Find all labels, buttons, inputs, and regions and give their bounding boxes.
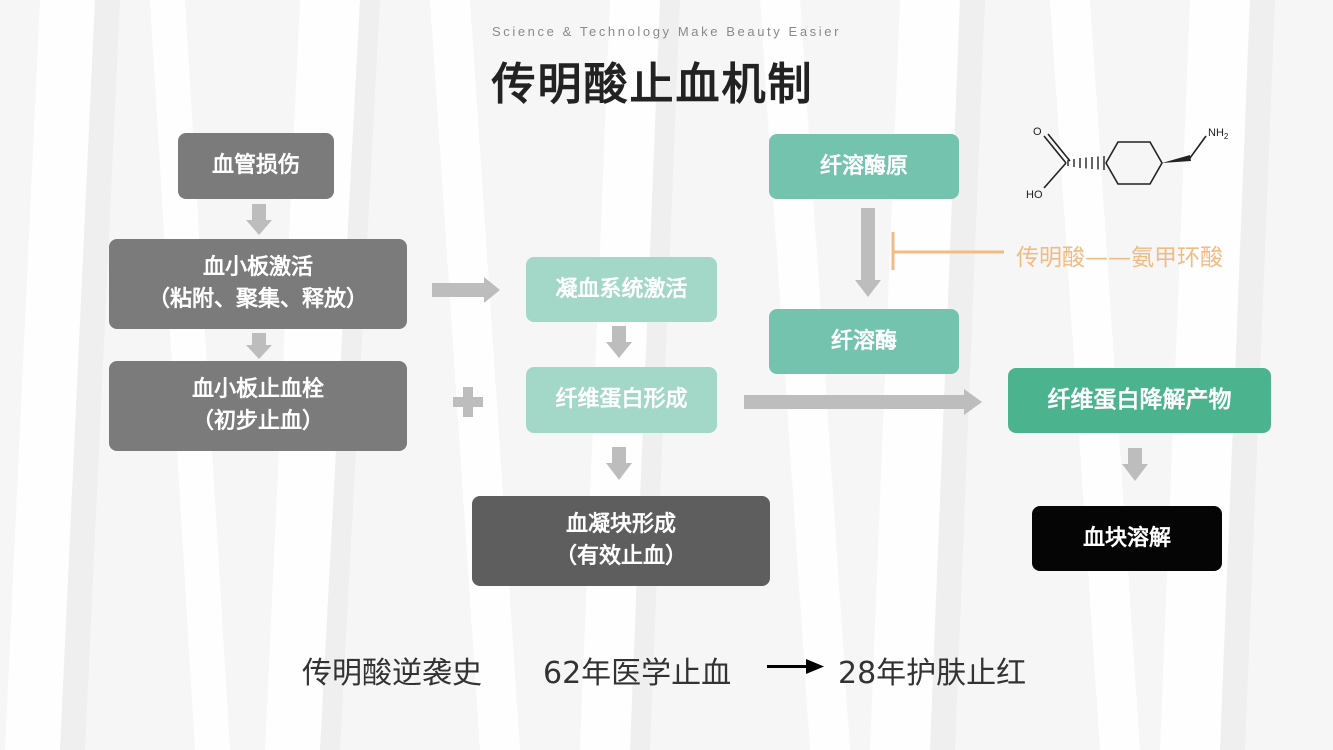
hydroxyl-label: HO — [1026, 189, 1043, 201]
step-label: 血块溶解 — [1082, 525, 1171, 551]
step-sublabel: （粘附、聚集、释放） — [147, 287, 368, 312]
step-clot-dissolution: 血块溶解 — [1032, 506, 1222, 571]
step-plasminogen: 纤溶酶原 — [769, 134, 959, 199]
arrow-right-icon — [744, 389, 982, 415]
step-label: 血小板激活 — [202, 255, 313, 281]
step-label: 血管损伤 — [211, 153, 300, 179]
step-platelet-activation: 血小板激活 （粘附、聚集、释放） — [109, 239, 407, 329]
page-title: 传明酸止血机制 — [491, 59, 814, 110]
arrow-down-icon — [606, 326, 632, 358]
arrow-down-icon — [246, 204, 272, 235]
step-clot-formation: 血凝块形成 （有效止血） — [472, 496, 770, 586]
arrow-down-icon — [606, 447, 632, 480]
inhibitor-label: 传明酸——氨甲环酸 — [1016, 245, 1223, 271]
step-label: 纤溶酶 — [830, 328, 897, 354]
footer-skincare: 28年护肤止红 — [838, 656, 1027, 691]
step-fibrin-formation: 纤维蛋白形成 — [526, 367, 717, 433]
arrow-down-icon — [1122, 448, 1148, 481]
footer-medical: 62年医学止血 — [543, 656, 732, 691]
step-vessel-damage: 血管损伤 — [178, 133, 334, 199]
step-label: 凝血系统激活 — [555, 276, 688, 302]
arrow-right-icon — [432, 277, 500, 303]
step-sublabel: （初步止血） — [191, 409, 324, 434]
step-coagulation-activation: 凝血系统激活 — [526, 257, 717, 322]
amine-label: NH2 — [1208, 127, 1229, 141]
step-label: 血小板止血栓 — [191, 377, 324, 403]
step-label: 纤维蛋白形成 — [555, 387, 688, 413]
subtitle: Science & Technology Make Beauty Easier — [491, 24, 842, 39]
footer-arrow-icon — [767, 659, 824, 674]
step-label: 纤溶酶原 — [819, 153, 908, 179]
step-platelet-thrombus: 血小板止血栓 （初步止血） — [109, 361, 407, 451]
step-sublabel: （有效止血） — [554, 544, 687, 569]
step-fibrin-degradation: 纤维蛋白降解产物 — [1008, 368, 1271, 433]
plus-icon — [453, 387, 483, 417]
arrow-down-icon — [855, 208, 881, 297]
inhibition-icon — [891, 232, 1004, 270]
footer-history: 传明酸逆袭史 — [302, 656, 482, 691]
oxygen-label: O — [1033, 126, 1042, 138]
arrow-down-icon — [246, 333, 272, 359]
tranexamic-acid-structure-icon: O HO NH2 — [1026, 126, 1229, 201]
step-plasmin: 纤溶酶 — [769, 309, 959, 374]
step-label: 纤维蛋白降解产物 — [1047, 386, 1232, 413]
step-label: 血凝块形成 — [565, 512, 676, 538]
